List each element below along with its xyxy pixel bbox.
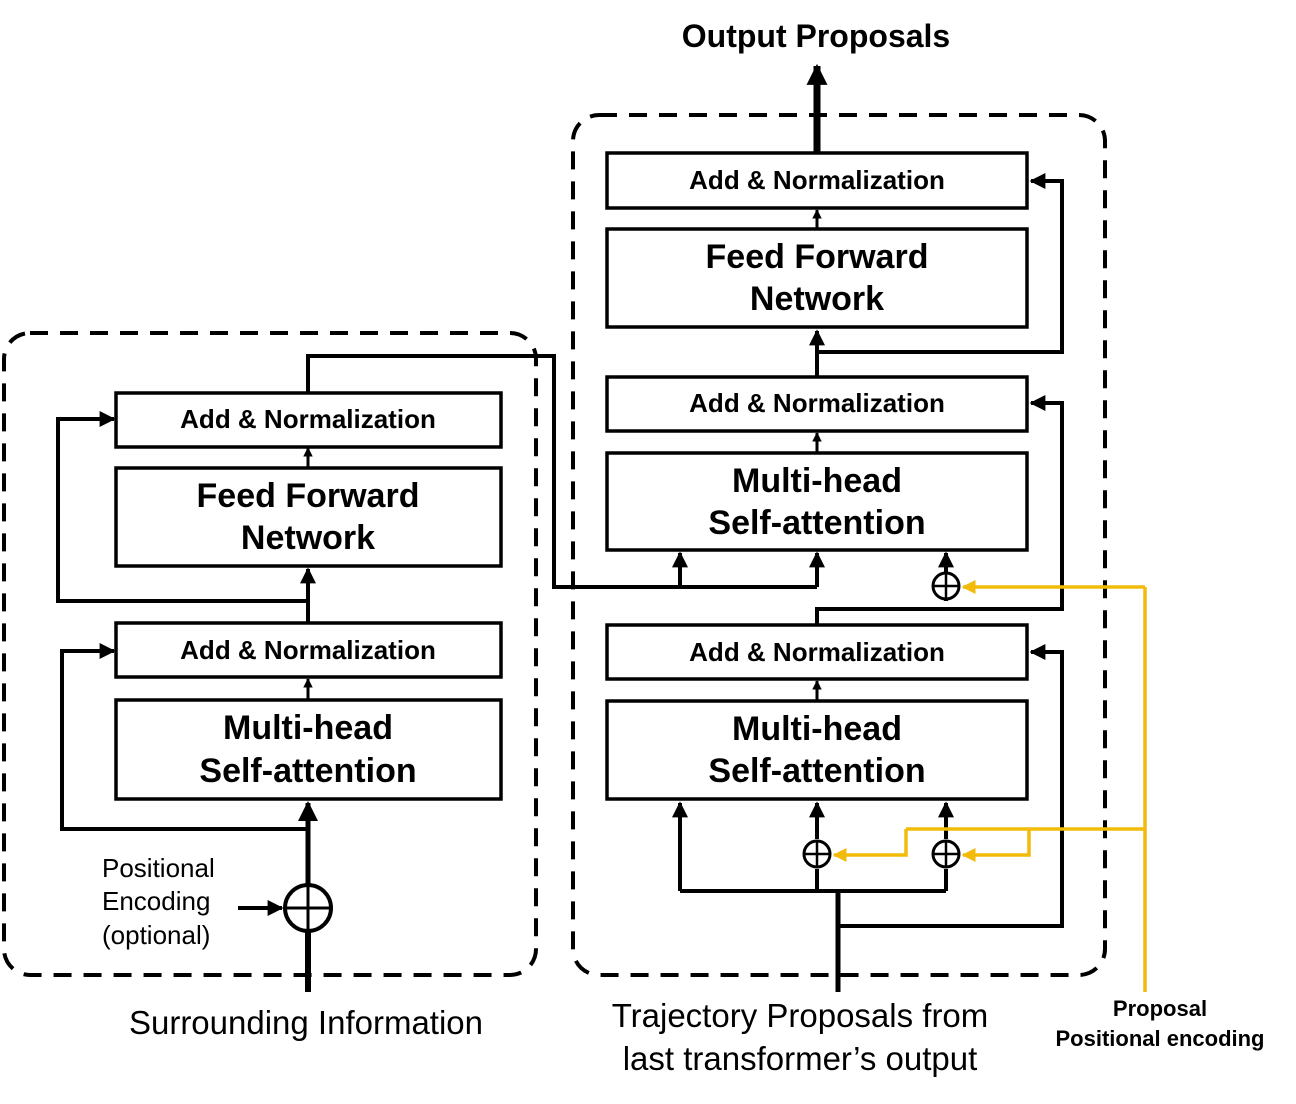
encoder-add-norm-top-label: Add & Normalization <box>180 404 436 434</box>
encoder-ffn-label-line2: Network <box>241 519 375 557</box>
decoder-mhsa-label-line2: Self-attention <box>708 752 925 790</box>
encoder-pos-enc-line1: Positional <box>102 853 215 883</box>
decoder-cross-mhsa-label-line2: Self-attention <box>708 504 925 542</box>
proposal-positional-encoding-wires <box>832 580 1147 992</box>
decoder-dashed-border <box>571 113 1107 977</box>
encoder-input-label: Surrounding Information <box>129 1004 483 1041</box>
encoder-add-norm-top: Add & Normalization <box>114 391 503 449</box>
decoder-add-norm-mid: Add & Normalization <box>605 375 1029 433</box>
decoder-add-norm-top-label: Add & Normalization <box>689 165 945 195</box>
decoder-cross-multi-head-attention: Multi-head Self-attention <box>605 451 1029 552</box>
decoder-input-label-line1: Trajectory Proposals from <box>612 997 989 1034</box>
decoder-multi-head-self-attention: Multi-head Self-attention <box>605 699 1029 801</box>
decoder-add-circle-icon-query <box>931 839 961 869</box>
decoder-ffn-label-line1: Feed Forward <box>706 238 929 276</box>
decoder-mhsa-label-line1: Multi-head <box>732 710 902 748</box>
encoder-mhsa-label-line2: Self-attention <box>199 752 416 790</box>
decoder-add-norm-mid-label: Add & Normalization <box>689 388 945 418</box>
decoder-add-norm-top: Add & Normalization <box>605 151 1029 210</box>
encoder-pos-enc-line2: Encoding <box>102 886 210 916</box>
encoder-ffn-label-line1: Feed Forward <box>197 477 420 515</box>
decoder-ffn-label-line2: Network <box>750 280 884 318</box>
decoder-wires <box>672 173 1064 992</box>
decoder-feed-forward-network: Feed Forward Network <box>605 227 1029 329</box>
decoder-cross-mhsa-label-line1: Multi-head <box>732 462 902 500</box>
decoder-input-label-line2: last transformer’s output <box>623 1040 978 1077</box>
decoder-add-circle-icon-cross <box>931 571 961 601</box>
proposal-pe-label-line2: Positional encoding <box>1055 1026 1264 1051</box>
encoder-pos-enc-line3: (optional) <box>102 920 210 950</box>
proposal-pe-label-line1: Proposal <box>1113 996 1207 1021</box>
encoder-multi-head-self-attention: Multi-head Self-attention <box>114 698 503 801</box>
encoder-mhsa-label-line1: Multi-head <box>223 709 393 747</box>
diagram-title: Output Proposals <box>682 18 950 54</box>
encoder-dashed-border <box>2 331 538 977</box>
decoder-add-circle-icon-key <box>802 839 832 869</box>
encoder-add-norm-bottom-label: Add & Normalization <box>180 635 436 665</box>
decoder-add-norm-bottom-label: Add & Normalization <box>689 637 945 667</box>
encoder-add-norm-bottom: Add & Normalization <box>114 621 503 679</box>
encoder-add-circle-icon <box>283 883 333 933</box>
encoder-wires <box>56 354 825 992</box>
decoder-add-norm-bottom: Add & Normalization <box>605 623 1029 681</box>
encoder-feed-forward-network: Feed Forward Network <box>114 466 503 568</box>
